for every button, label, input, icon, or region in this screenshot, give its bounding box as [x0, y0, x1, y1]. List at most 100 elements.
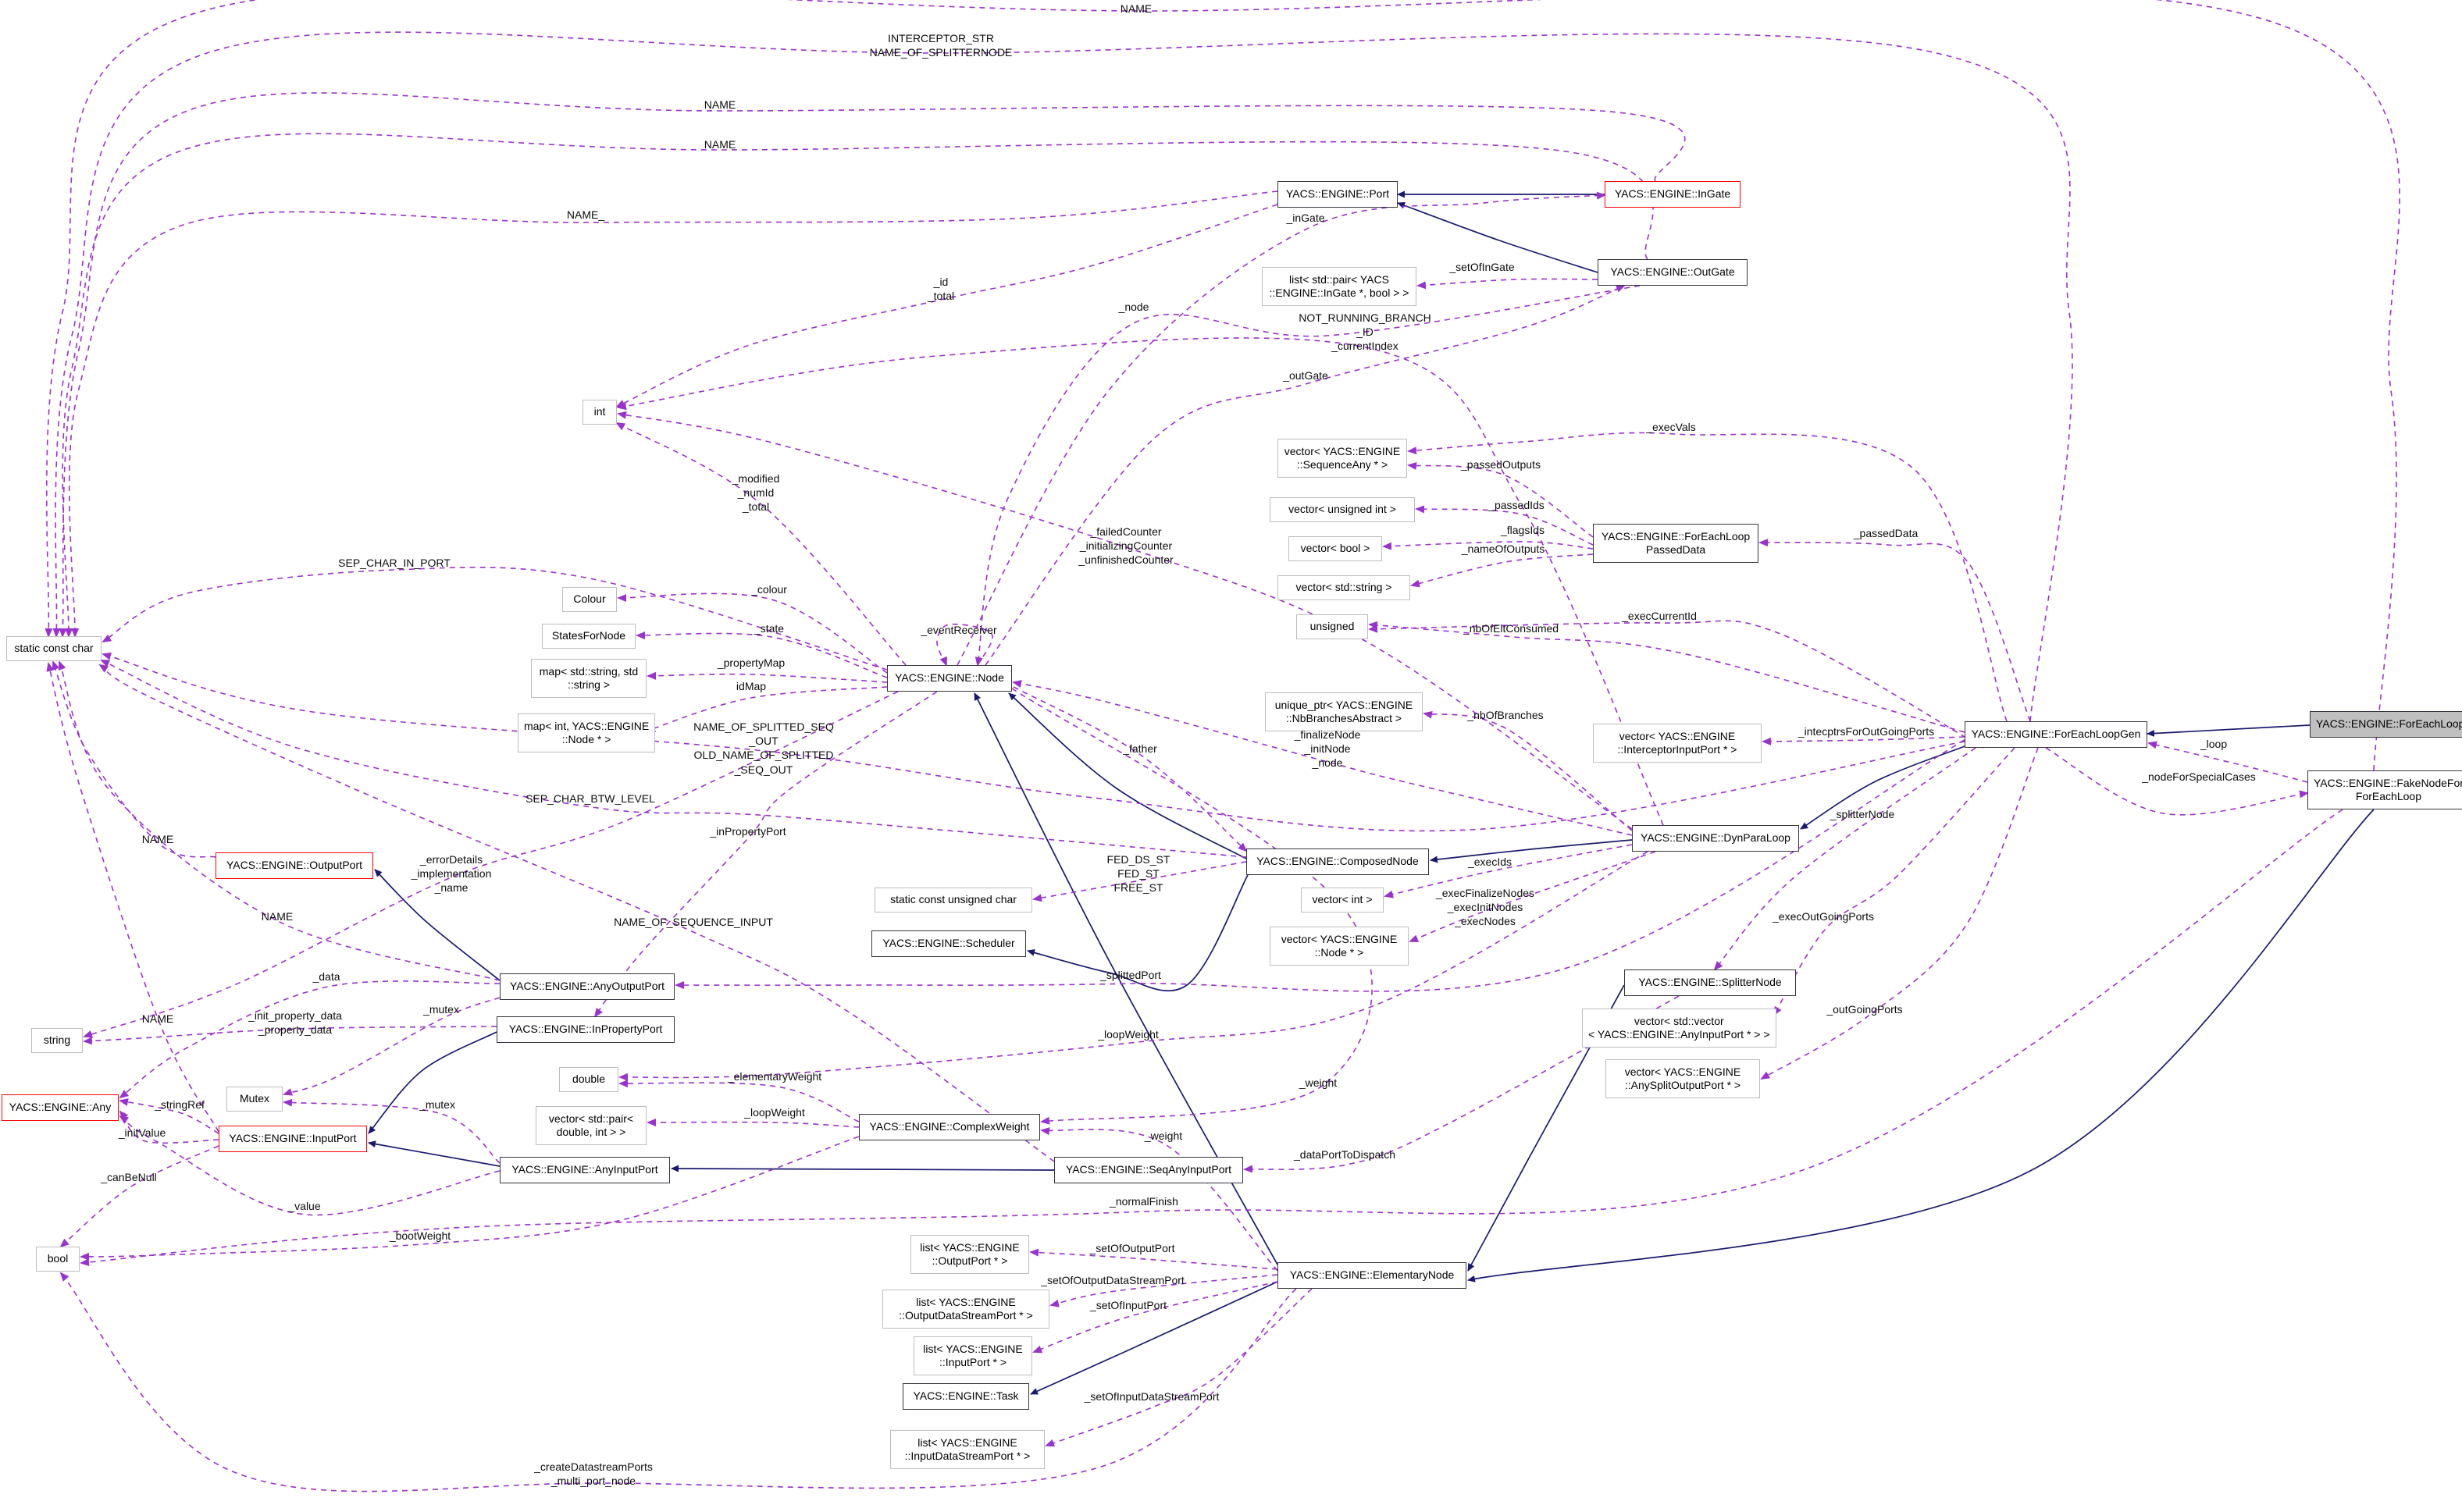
edge-composednode-to-node: [1008, 692, 1247, 859]
edge-felgen-to-felpd: [1758, 539, 2031, 722]
edge-anyoutputport-to-outputport: [374, 869, 501, 981]
class-box-node[interactable]: YACS::ENGINE::Node: [887, 665, 1012, 692]
edge-complexweight-to-bool: [80, 1136, 860, 1261]
class-box-scc: static const char: [6, 636, 102, 661]
class-box-unsigned: unsigned: [1296, 614, 1368, 639]
edge-fakenode-to-scc: [45, 0, 2400, 771]
edge-felgen-to-dynparaloop: [1800, 745, 1965, 830]
class-box-mapss: map< std::string, std ::string >: [531, 659, 647, 698]
class-box-scheduler[interactable]: YACS::ENGINE::Scheduler: [871, 930, 1026, 957]
edge-fakenode-to-felgen: [2147, 741, 2308, 783]
class-box-vecnode: vector< YACS::ENGINE ::Node * >: [1270, 927, 1409, 966]
edge-node-to-int: [615, 422, 907, 666]
class-box-anyinputport[interactable]: YACS::ENGINE::AnyInputPort: [500, 1157, 670, 1183]
class-box-felpd[interactable]: YACS::ENGINE::ForEachLoop PassedData: [1593, 524, 1758, 563]
class-box-seqany[interactable]: YACS::ENGINE::SeqAnyInputPort: [1054, 1157, 1243, 1183]
class-box-vecbool: vector< bool >: [1288, 536, 1382, 561]
class-box-inpropertyport[interactable]: YACS::ENGINE::InPropertyPort: [497, 1016, 675, 1043]
class-box-inputport[interactable]: YACS::ENGINE::InputPort: [219, 1126, 367, 1152]
edge-inputport-to-any: [119, 1098, 219, 1134]
edge-port-to-int: [615, 204, 1278, 407]
edge-node-to-string: [83, 691, 899, 1038]
class-box-felgen[interactable]: YACS::ENGINE::ForEachLoopGen: [1965, 721, 2147, 748]
edge-node-to-composednode: [1013, 686, 1248, 852]
edge-felpd-to-vecstring: [1410, 553, 1594, 588]
class-box-fel[interactable]: YACS::ENGINE::ForEachLoop: [2310, 711, 2462, 738]
edge-felgen-to-unsigned: [1368, 620, 1984, 749]
class-box-listpairingate: list< std::pair< YACS ::ENGINE::InGate *…: [1262, 267, 1416, 306]
class-box-port[interactable]: YACS::ENGINE::Port: [1277, 181, 1398, 208]
edge-node-to-scc: [102, 566, 888, 671]
class-box-any[interactable]: YACS::ENGINE::Any: [2, 1094, 119, 1121]
edge-fakenode-to-bool: [80, 809, 2343, 1267]
edge-inpropertyport-to-string: [83, 1026, 497, 1045]
edge-anyoutputport-to-scc: [58, 660, 501, 981]
class-box-fakenode[interactable]: YACS::ENGINE::FakeNodeFor ForEachLoop: [2307, 770, 2462, 809]
class-box-vecstring: vector< std::string >: [1277, 575, 1410, 600]
class-box-complexweight[interactable]: YACS::ENGINE::ComplexWeight: [859, 1114, 1040, 1140]
edge-dynparaloop-to-vecint: [1384, 844, 1633, 898]
edge-splitternode-to-seqany: [1243, 995, 1680, 1173]
edge-inputport-to-any: [119, 1110, 219, 1144]
edge-anyinputport-to-mutex: [283, 1098, 501, 1164]
edge-anyoutputport-to-any: [119, 980, 501, 1099]
edge-composednode-to-scheduler: [1027, 874, 1249, 992]
edge-node-to-mapintnode: [646, 686, 888, 732]
edge-complexweight-to-vecpairdi: [647, 1118, 860, 1128]
class-box-composednode[interactable]: YACS::ENGINE::ComposedNode: [1246, 848, 1429, 875]
edge-fel-to-felgen: [2147, 724, 2311, 738]
class-box-statesfornode: StatesForNode: [542, 624, 636, 649]
edge-felpd-to-vecseqany: [1407, 462, 1594, 538]
class-box-vecuint: vector< unsigned int >: [1270, 497, 1415, 522]
edge-dynparaloop-to-double: [618, 851, 1648, 1081]
edge-felgen-to-scc: [52, 31, 2073, 722]
edge-felpd-to-vecuint: [1415, 505, 1594, 546]
edge-outgate-to-port: [1397, 201, 1598, 273]
edge-inpropertyport-to-inputport: [368, 1031, 497, 1134]
edge-dynparaloop-to-node: [1012, 680, 1633, 836]
edge-felgen-to-unsigned: [1368, 621, 1965, 733]
edge-felgen-to-vecinterceptor: [1762, 736, 1965, 745]
edge-felgen-to-splitternode: [1713, 747, 1976, 971]
class-box-vecvecany: vector< std::vector < YACS::ENGINE::AnyI…: [1582, 1009, 1776, 1048]
edge-elementarynode-to-listoutds: [1049, 1274, 1278, 1307]
edge-anyoutputport-to-mutex: [283, 997, 501, 1096]
edge-elementarynode-to-listinds: [1045, 1288, 1313, 1447]
edge-elementarynode-to-listoutport: [1029, 1248, 1278, 1270]
edge-node-to-inpropertyport: [593, 691, 938, 1018]
edge-inputport-to-bool: [59, 1145, 219, 1248]
edge-dynparaloop-to-int: [617, 337, 1664, 826]
edge-seqany-to-anyinputport: [671, 1165, 1055, 1172]
class-box-elementarynode[interactable]: YACS::ENGINE::ElementaryNode: [1277, 1262, 1466, 1289]
edge-composednode-to-sconstuchar: [1032, 861, 1247, 902]
edge-felgen-to-anyoutputport: [675, 739, 1965, 992]
class-box-listinds: list< YACS::ENGINE ::InputDataStreamPort…: [890, 1430, 1045, 1469]
edge-felpd-to-vecbool: [1382, 541, 1594, 550]
edge-felgen-to-vecanysplit: [1760, 747, 2039, 1080]
class-box-listinport: list< YACS::ENGINE ::InputPort * >: [914, 1336, 1032, 1375]
class-box-outputport[interactable]: YACS::ENGINE::OutputPort: [216, 852, 373, 879]
edge-composednode-to-scc: [100, 660, 1247, 858]
class-box-bool: bool: [36, 1247, 80, 1272]
edge-outgate-to-scc: [62, 133, 1654, 638]
class-box-vecpairdi: vector< std::pair< double, int > >: [536, 1106, 647, 1145]
class-box-listoutds: list< YACS::ENGINE ::OutputDataStreamPor…: [882, 1290, 1049, 1329]
class-box-vecseqany: vector< YACS::ENGINE ::SequenceAny * >: [1277, 439, 1407, 478]
class-box-mapintnode: map< int, YACS::ENGINE ::Node * >: [518, 713, 656, 752]
edge-felgen-to-scc: [102, 652, 1965, 832]
class-box-task[interactable]: YACS::ENGINE::Task: [903, 1383, 1029, 1410]
class-box-anyoutputport[interactable]: YACS::ENGINE::AnyOutputPort: [500, 973, 675, 1000]
edge-seqany-to-scc: [98, 664, 1055, 1162]
class-box-sconstuchar: static const unsigned char: [875, 888, 1032, 913]
class-box-ingate[interactable]: YACS::ENGINE::InGate: [1605, 181, 1741, 208]
class-box-listoutport: list< YACS::ENGINE ::OutputPort * >: [910, 1235, 1029, 1274]
edge-fakenode-to-elementarynode: [1467, 809, 2375, 1283]
class-box-splitternode[interactable]: YACS::ENGINE::SplitterNode: [1624, 969, 1796, 996]
edge-ingate-to-scc: [59, 92, 1686, 638]
edge-outgate-to-listpairingate: [1416, 278, 1598, 290]
class-box-outgate[interactable]: YACS::ENGINE::OutGate: [1598, 259, 1748, 286]
edge-dynparaloop-to-int: [617, 411, 1633, 830]
edge-dynparaloop-to-vecnode: [1409, 851, 1656, 942]
class-box-dynparaloop[interactable]: YACS::ENGINE::DynParaLoop: [1632, 825, 1799, 852]
